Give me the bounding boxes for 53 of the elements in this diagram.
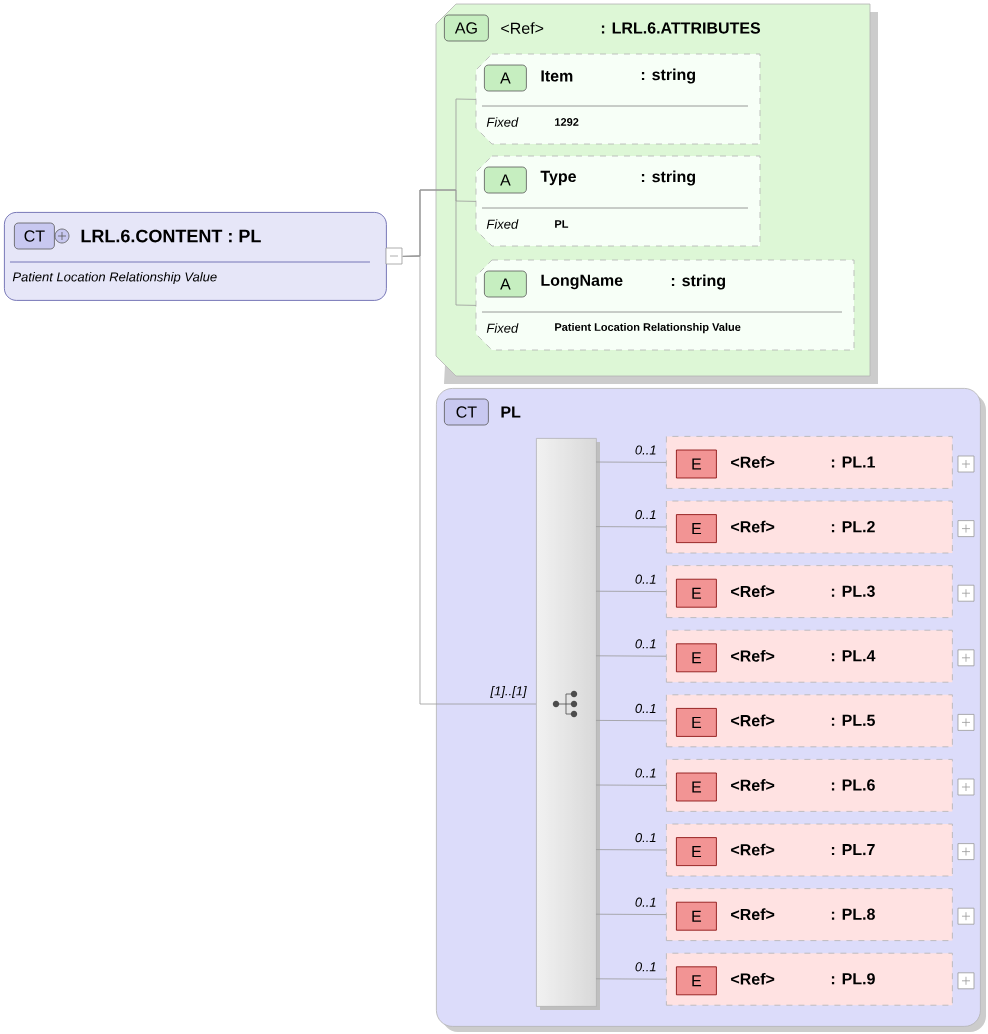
type-badge: E bbox=[676, 449, 717, 479]
reference-label: <Ref> bbox=[731, 843, 775, 856]
type-badge: CT bbox=[444, 398, 489, 426]
type-badge: E bbox=[676, 772, 717, 802]
attribute-name: Item bbox=[541, 70, 573, 82]
reference-label: <Ref> bbox=[731, 908, 775, 921]
element-name: : PL.7 bbox=[831, 844, 875, 856]
type-badge: E bbox=[676, 966, 717, 996]
attribute-name: LongName bbox=[541, 274, 623, 290]
attribute-type: : string bbox=[641, 68, 695, 84]
element-name: : PL.5 bbox=[831, 714, 875, 726]
type-badge: A bbox=[484, 270, 527, 298]
type-badge: AG bbox=[444, 14, 489, 42]
connector-line bbox=[595, 720, 667, 722]
element-name: : PL.2 bbox=[831, 521, 875, 533]
reference-label: <Ref> bbox=[731, 714, 775, 727]
connector-line bbox=[595, 913, 667, 915]
reference-label: <Ref> bbox=[501, 22, 544, 34]
reference-label: <Ref> bbox=[731, 456, 775, 468]
type-badge: A bbox=[484, 166, 527, 194]
reference-label: <Ref> bbox=[731, 972, 775, 985]
connector-line bbox=[595, 590, 667, 592]
element-name: : PL.9 bbox=[831, 973, 875, 985]
element-name: : PL.6 bbox=[831, 779, 875, 791]
connector-line bbox=[595, 526, 667, 528]
connector-line bbox=[402, 255, 537, 705]
element-name: : PL.3 bbox=[831, 585, 875, 597]
element-name: : PL.1 bbox=[831, 456, 875, 468]
type-name: LRL.6.CONTENT : PL bbox=[81, 229, 261, 243]
connector-line bbox=[595, 784, 667, 786]
connector-line bbox=[595, 655, 667, 657]
reference-label: <Ref> bbox=[731, 585, 775, 598]
connector-line bbox=[595, 461, 667, 463]
type-badge: E bbox=[676, 514, 717, 543]
type-name: PL bbox=[501, 406, 521, 418]
type-badge: CT bbox=[14, 222, 55, 250]
reference-label: <Ref> bbox=[731, 520, 775, 533]
connector-line bbox=[595, 849, 667, 851]
attribute-name: Type bbox=[540, 170, 576, 186]
type-badge: A bbox=[484, 64, 527, 92]
reference-label: <Ref> bbox=[731, 649, 775, 662]
element-name: : PL.8 bbox=[831, 908, 875, 920]
type-badge: E bbox=[676, 578, 717, 608]
group-name: : LRL.6.ATTRIBUTES bbox=[601, 22, 761, 34]
type-badge: E bbox=[676, 901, 717, 931]
type-badge: E bbox=[676, 643, 717, 673]
type-badge: E bbox=[676, 708, 717, 737]
type-badge: E bbox=[676, 837, 717, 866]
attribute-type: : string bbox=[671, 274, 725, 290]
attribute-type: : string bbox=[641, 170, 695, 186]
connector-line bbox=[595, 978, 667, 980]
reference-label: <Ref> bbox=[731, 779, 775, 791]
element-name: : PL.4 bbox=[831, 650, 876, 662]
